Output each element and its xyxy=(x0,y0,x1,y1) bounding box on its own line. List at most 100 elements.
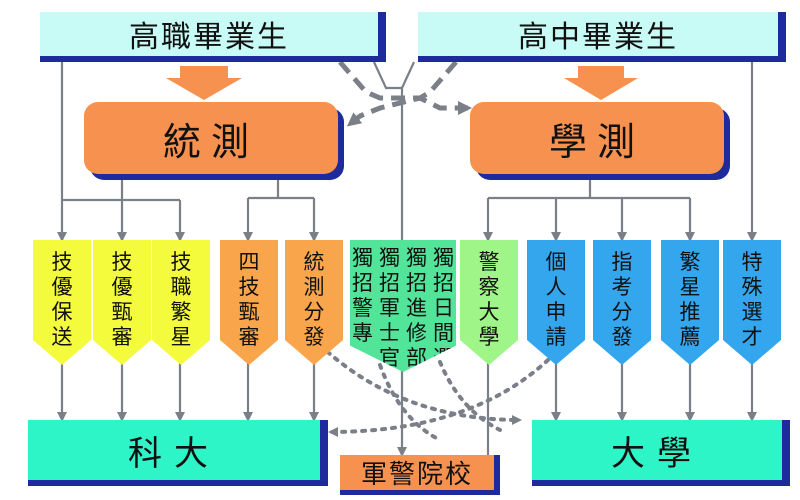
channel-text: 繁星推薦 xyxy=(678,250,702,350)
channel-glyph: 士 xyxy=(379,321,400,345)
channel-glyph: 測 xyxy=(303,275,325,299)
military-column-day: 獨招日間選 xyxy=(432,246,456,371)
channel-glyph: 送 xyxy=(51,325,73,349)
channel-glyph: 甄 xyxy=(238,300,260,324)
channel-glyph: 審 xyxy=(111,325,133,349)
channel-glyph: 獨 xyxy=(379,246,400,270)
channel-glyph: 請 xyxy=(545,325,567,349)
channel-glyph: 招 xyxy=(406,271,427,295)
source-vocational-graduates: 高職畢業生 xyxy=(40,12,386,62)
channel-glyph: 獨 xyxy=(433,246,454,270)
channel-tcte-placement: 統測分發 xyxy=(285,240,343,365)
channel-military-independent: 獨招日間選 獨招進修部 獨招軍士官 獨招警專 xyxy=(350,240,456,372)
channel-glyph: 甄 xyxy=(111,300,133,324)
channel-text: 四技甄審 xyxy=(237,250,261,350)
channel-glyph: 人 xyxy=(545,275,567,299)
channel-glyph: 繁 xyxy=(170,300,192,324)
military-column-text: 獨招警專 xyxy=(351,246,375,346)
source-highschool-graduates: 高中畢業生 xyxy=(418,12,786,62)
channel-glyph: 個 xyxy=(545,250,567,274)
destination-university-label: 大學 xyxy=(611,433,703,474)
channel-glyph: 保 xyxy=(51,300,73,324)
channel-glyph: 軍 xyxy=(379,296,400,320)
military-column-text: 獨招日間選 xyxy=(432,246,456,371)
channel-text: 統測分發 xyxy=(302,250,326,350)
military-column-nco: 獨招軍士官 xyxy=(378,246,402,371)
channel-vocational-star: 技職繁星 xyxy=(152,240,210,365)
channel-glyph: 星 xyxy=(679,275,701,299)
source-highschool-label: 高中畢業生 xyxy=(518,20,678,55)
channel-police-university: 警察大學 xyxy=(460,240,518,365)
channel-text: 指考分發 xyxy=(610,250,634,350)
channel-glyph: 申 xyxy=(545,300,567,324)
channel-glyph: 優 xyxy=(51,275,73,299)
channel-glyph: 繁 xyxy=(679,250,701,274)
destination-tech-university-label: 科大 xyxy=(128,433,220,474)
military-column-police-college: 獨招警專 xyxy=(351,246,375,371)
destination-tech-university: 科大 xyxy=(28,420,328,486)
channel-glyph: 分 xyxy=(303,300,325,324)
destination-military-academy-label: 軍警院校 xyxy=(360,460,473,490)
channel-glyph: 技 xyxy=(170,250,192,274)
channel-skill-recommend: 技優保送 xyxy=(33,240,91,365)
channel-glyph: 技 xyxy=(238,275,260,299)
channel-glyph: 審 xyxy=(238,325,260,349)
destination-military-academy: 軍警院校 xyxy=(340,455,500,495)
channel-glyph: 進 xyxy=(406,296,427,320)
channel-glyph: 推 xyxy=(679,300,701,324)
exam-tcte: 統測 xyxy=(84,102,338,174)
channel-glyph: 察 xyxy=(478,275,500,299)
channel-text: 特殊選才 xyxy=(740,250,764,350)
channel-glyph: 殊 xyxy=(741,275,763,299)
channel-glyph: 統 xyxy=(303,250,325,274)
channel-glyph: 選 xyxy=(741,300,763,324)
channel-glyph: 指 xyxy=(611,250,633,274)
channel-glyph: 優 xyxy=(111,275,133,299)
military-column-text: 獨招進修部 xyxy=(405,246,429,371)
exam-gsat-label: 學測 xyxy=(548,119,645,164)
channel-glyph: 技 xyxy=(51,250,73,274)
channel-text: 警察大學 xyxy=(477,250,501,350)
channel-text: 技優甄審 xyxy=(110,250,134,350)
channel-glyph: 大 xyxy=(478,300,500,324)
channel-glyph: 考 xyxy=(611,275,633,299)
channel-glyph: 修 xyxy=(406,321,427,345)
channel-glyph: 分 xyxy=(611,300,633,324)
channel-glyph: 星 xyxy=(170,325,192,349)
channel-glyph: 薦 xyxy=(679,325,701,349)
military-column-text: 獨招軍士官 xyxy=(378,246,402,371)
channel-glyph: 招 xyxy=(352,271,373,295)
channel-star-recommendation: 繁星推薦 xyxy=(661,240,719,365)
channel-glyph: 四 xyxy=(238,250,260,274)
exam-tcte-label: 統測 xyxy=(162,119,259,164)
channel-text: 技優保送 xyxy=(50,250,74,350)
channel-glyph: 間 xyxy=(433,321,454,345)
military-column-night: 獨招進修部 xyxy=(405,246,429,371)
channel-glyph: 職 xyxy=(170,275,192,299)
channel-glyph: 學 xyxy=(478,325,500,349)
channel-glyph: 警 xyxy=(478,250,500,274)
source-vocational-label: 高職畢業生 xyxy=(129,20,289,55)
channel-glyph: 技 xyxy=(111,250,133,274)
channel-skill-screening: 技優甄審 xyxy=(93,240,151,365)
military-columns: 獨招日間選 獨招進修部 獨招軍士官 獨招警專 xyxy=(351,246,456,371)
channel-glyph: 獨 xyxy=(352,246,373,270)
channel-glyph: 專 xyxy=(352,321,373,345)
channel-glyph: 招 xyxy=(379,271,400,295)
channel-glyph: 才 xyxy=(741,325,763,349)
channel-glyph: 特 xyxy=(741,250,763,274)
channel-glyph: 招 xyxy=(433,271,454,295)
channel-four-year-screening: 四技甄審 xyxy=(220,240,278,365)
channel-glyph: 獨 xyxy=(406,246,427,270)
channel-text: 個人申請 xyxy=(544,250,568,350)
channel-glyph: 日 xyxy=(433,296,454,320)
channel-glyph: 警 xyxy=(352,296,373,320)
channel-glyph: 發 xyxy=(303,325,325,349)
channel-personal-application: 個人申請 xyxy=(527,240,585,365)
channel-text: 技職繁星 xyxy=(169,250,193,350)
channel-glyph: 發 xyxy=(611,325,633,349)
destination-university: 大學 xyxy=(532,420,790,486)
exam-gsat: 學測 xyxy=(470,102,724,174)
channel-exam-placement: 指考分發 xyxy=(593,240,651,365)
